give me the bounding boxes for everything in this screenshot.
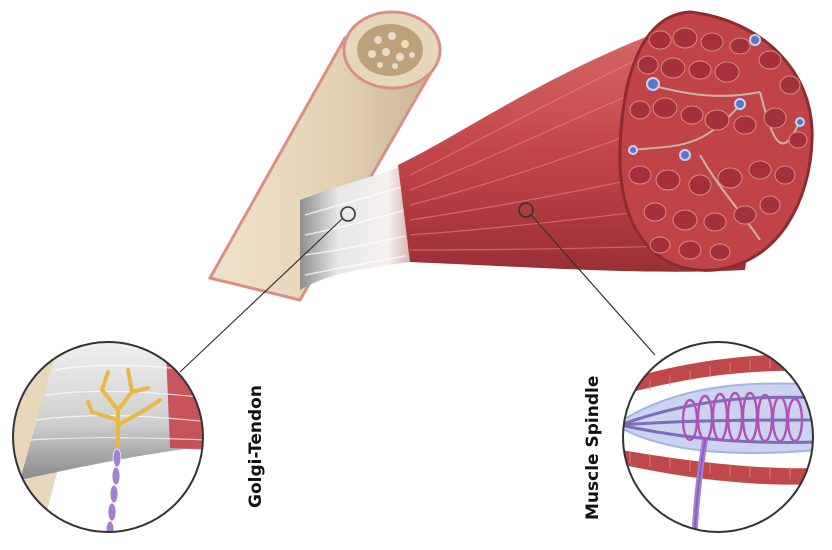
- muscle-cross-section: [620, 12, 812, 270]
- bone-marrow: [357, 24, 423, 76]
- muscle-spindle-label: Muscle Spindle: [583, 376, 603, 520]
- golgi-tendon-inset: [0, 325, 215, 545]
- golgi-tendon-label: Golgi-Tendon: [246, 385, 266, 508]
- muscle-spindle-inset: [610, 342, 820, 545]
